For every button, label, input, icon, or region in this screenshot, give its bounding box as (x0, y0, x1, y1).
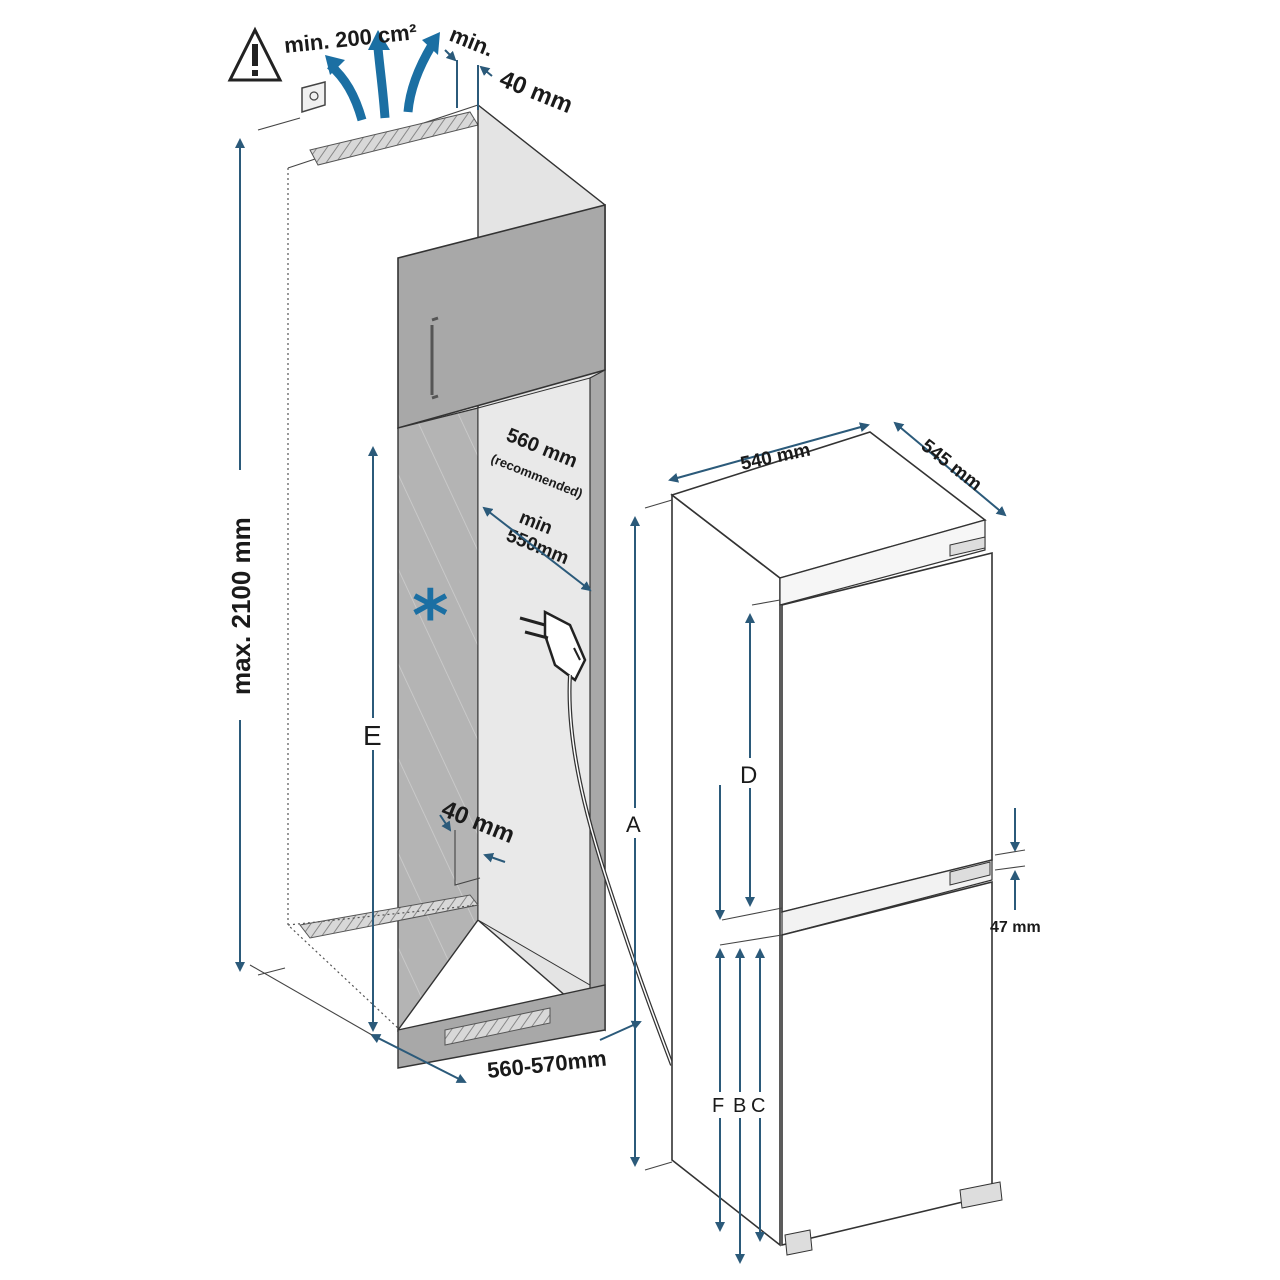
door-gap-ext-bottom (994, 865, 1026, 871)
dim-a-label: A (626, 812, 641, 837)
top-gap-arrow-left (444, 49, 457, 62)
door-gap-ext-top (994, 849, 1026, 856)
dim-e-label: E (363, 720, 382, 751)
depth-dim-line (893, 421, 1007, 517)
door-gap-label: 47 mm (990, 919, 1041, 936)
wall-socket-icon (301, 81, 326, 114)
dim-d-ext-bottom (721, 907, 783, 921)
max-height-ext-top (257, 117, 301, 131)
cabinet-floor-line (287, 904, 479, 926)
dim-c-label: C (751, 1095, 765, 1117)
niche-width-label: 560-570mm (486, 1046, 608, 1083)
asterisk-icon: * (412, 575, 449, 657)
cabinet-outline-left (287, 168, 401, 1031)
front-foot (784, 1229, 813, 1256)
bottom-gap-arrow-left (439, 814, 452, 832)
door-handle (430, 316, 439, 400)
top-hinge (949, 536, 986, 557)
niche-width-dim-left (370, 1034, 467, 1083)
appliance (670, 431, 1003, 1256)
appliance-top-rim (779, 519, 986, 606)
dim-e-label-bg (360, 718, 386, 750)
niche-left-wall (397, 407, 479, 1033)
dim-d-label-bg (737, 758, 765, 788)
max-height-label: max. 2100 mm (226, 517, 256, 695)
dim-d-ext-top (751, 599, 781, 606)
dim-a-ext-bottom (644, 1161, 673, 1171)
appliance-middle-hinge (781, 859, 993, 936)
top-gap-arrow-right (479, 65, 493, 77)
airflow-arrow-3 (403, 42, 436, 113)
max-height-ext-bottom (257, 967, 286, 976)
dim-fbc-ext-top (719, 934, 783, 946)
top-gap-value-label: 40 mm (496, 66, 577, 120)
niche-right-frame (589, 369, 606, 1032)
top-vent-grille (309, 111, 479, 166)
appliance-upper-door (781, 551, 993, 914)
niche-width-ext-left (249, 964, 373, 1036)
bottom-hinge (959, 1181, 1003, 1209)
airflow-arrows (325, 30, 440, 122)
niche-step (454, 830, 481, 886)
dim-a-label-bg (622, 808, 648, 838)
dim-f-label: F (712, 1095, 724, 1117)
min-depth-dim-line (482, 506, 592, 592)
top-gap-min-label: min. (446, 21, 497, 61)
airflow-arrow-1 (326, 61, 367, 122)
width-dim-line (668, 422, 870, 483)
warning-triangle-icon (227, 26, 283, 82)
power-plug-icon (519, 609, 587, 682)
max-height-label-bg (226, 470, 254, 720)
middle-hinge-block (949, 861, 991, 886)
dim-fbc-label-bg (710, 1092, 770, 1118)
dim-b-label: B (733, 1095, 746, 1117)
dim-a-ext-top (644, 499, 673, 509)
dim-d-label: D (740, 762, 757, 789)
bottom-gap-arrow-right (483, 852, 506, 863)
appliance-side (671, 493, 781, 1247)
vent-area-label: min. 200 cm² (283, 19, 418, 58)
airflow-arrow-2 (373, 47, 390, 119)
